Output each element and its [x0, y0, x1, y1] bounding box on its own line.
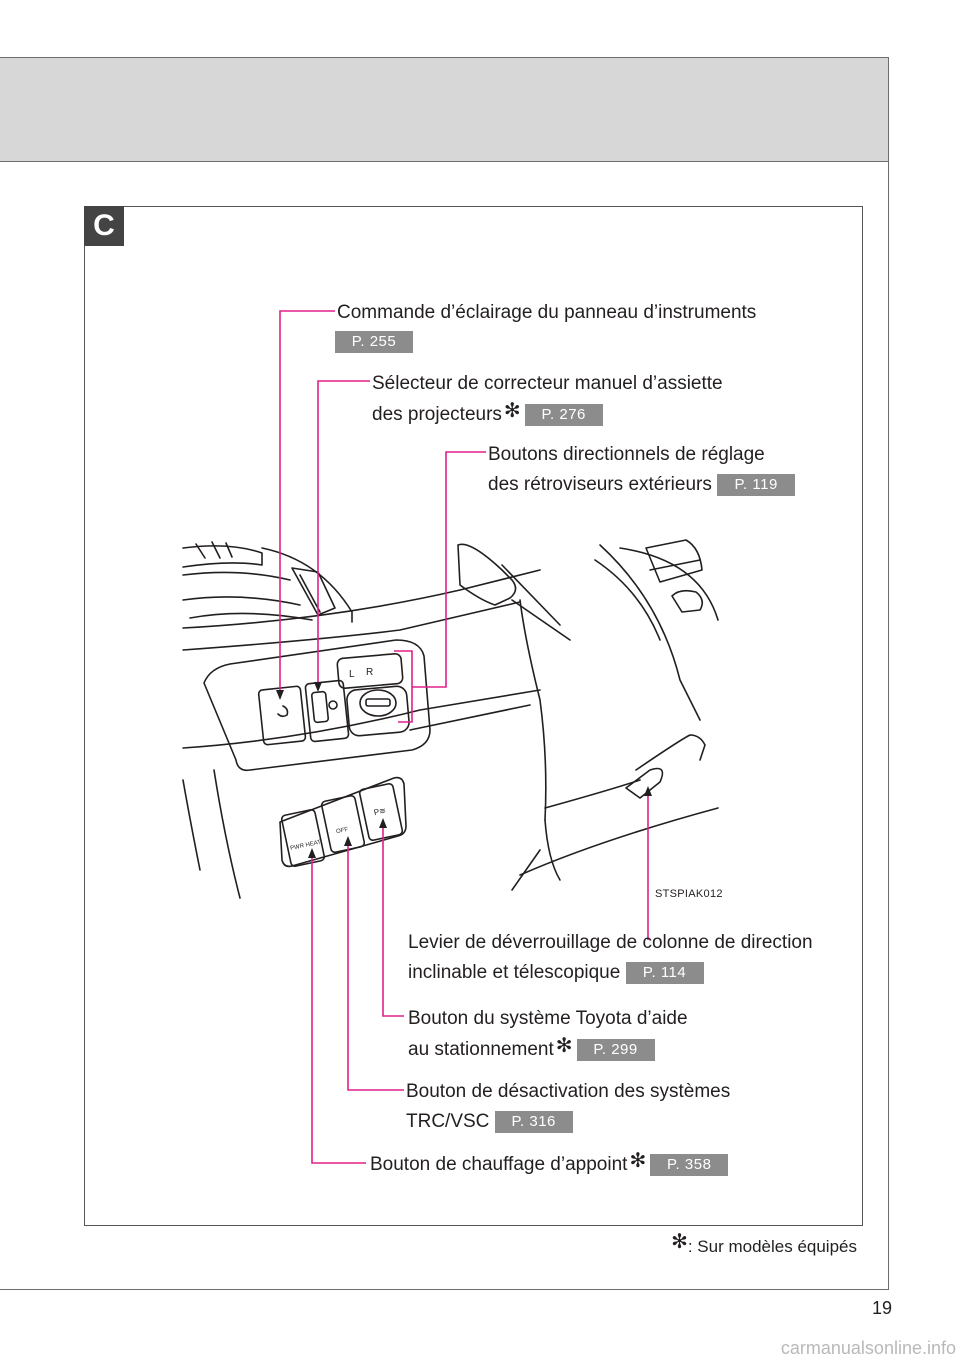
callout-panel-light: Commande d’éclairage du panneau d’instru…	[337, 298, 756, 328]
column-cover	[519, 599, 547, 821]
illustration-panel	[84, 206, 863, 1226]
callout-text: inclinable et télescopique	[408, 962, 621, 983]
page-frame	[0, 57, 889, 1290]
callout-mirror-buttons: Boutons directionnels de réglage des rét…	[488, 440, 796, 500]
mirror-selector	[336, 652, 404, 690]
callout-trc-vsc: Bouton de désactivation des systèmes TRC…	[406, 1077, 730, 1137]
vent-slat	[182, 596, 301, 606]
asterisk-icon: ✻	[671, 1231, 688, 1253]
leader-headlight-dial	[317, 380, 370, 690]
callout-text: des rétroviseurs extérieurs	[488, 474, 712, 495]
asterisk-icon: ✻	[503, 400, 521, 422]
callout-headlight-leveling: Sélecteur de correcteur manuel d’assiett…	[372, 369, 723, 430]
header-band	[0, 57, 889, 162]
vent-slat	[182, 571, 291, 581]
callout-text: Bouton de chauffage d’appoint	[370, 1154, 628, 1175]
callout-text: au stationnement	[408, 1039, 554, 1060]
leader-mirror	[412, 451, 486, 688]
svg-text:P≋: P≋	[373, 806, 387, 817]
callout-text: Sélecteur de correcteur manuel d’assiett…	[372, 373, 723, 394]
callout-text: TRC/VSC	[406, 1111, 490, 1132]
switch-bezel	[203, 639, 431, 772]
callout-text: Bouton du système Toyota d’aide	[408, 1008, 688, 1029]
vent-louver	[291, 567, 336, 616]
page-ref-badge[interactable]: P. 358	[650, 1153, 729, 1176]
callout-text: Levier de déverrouillage de colonne de d…	[408, 932, 813, 953]
svg-text:L: L	[349, 669, 355, 680]
callout-text: Bouton de désactivation des systèmes	[406, 1081, 731, 1102]
callout-text: des projecteurs	[372, 404, 502, 425]
callout-aux-heater: Bouton de chauffage d’appoint✻P. 358	[370, 1149, 729, 1180]
svg-text:OFF: OFF	[336, 827, 349, 835]
page-ref-badge[interactable]: P. 299	[576, 1038, 655, 1061]
page-ref-badge[interactable]: P. 119	[717, 473, 796, 496]
heater-button	[280, 808, 326, 868]
footnote: ✻: Sur modèles équipés	[671, 1231, 857, 1258]
svg-text:R: R	[366, 667, 373, 678]
page-ref-badge[interactable]: P. 276	[524, 403, 603, 426]
steering-wheel-rim	[599, 544, 701, 721]
page-ref-badge[interactable]: P. 114	[625, 961, 704, 984]
parking-assist-button	[358, 782, 404, 842]
vent-slat	[182, 545, 263, 568]
callout-text: Boutons directionnels de réglage	[488, 444, 765, 465]
leader-parking-assist	[382, 822, 404, 1017]
tilt-lever	[625, 767, 664, 799]
illustration-code: STSPIAK012	[655, 888, 723, 900]
callout-tilt-lever: Levier de déverrouillage de colonne de d…	[408, 928, 813, 988]
panel-light-button	[257, 685, 307, 746]
page-ref-badge[interactable]: P. 255	[335, 331, 413, 353]
page-ref-badge[interactable]: P. 316	[494, 1110, 573, 1133]
callout-text: Commande d’éclairage du panneau d’instru…	[337, 302, 757, 323]
asterisk-icon: ✻	[555, 1035, 573, 1057]
page-number: 19	[872, 1298, 893, 1318]
leader-panel-light	[279, 310, 335, 698]
footnote-text: : Sur modèles équipés	[687, 1237, 857, 1256]
headlight-dial-housing	[304, 679, 350, 743]
mirror-pad	[346, 685, 410, 737]
wiper-stalk	[457, 543, 517, 606]
lower-switch-bezel	[279, 776, 407, 868]
leader-lines	[279, 310, 649, 1164]
leader-trc-off	[347, 840, 404, 1091]
watermark: carmanualsonline.info	[780, 1338, 956, 1358]
leader-mirror-bracket	[394, 650, 413, 723]
callout-parking-assist: Bouton du système Toyota d’aide au stati…	[408, 1004, 688, 1065]
asterisk-icon: ✻	[629, 1150, 647, 1172]
leader-heater	[311, 852, 366, 1164]
section-badge: C	[84, 206, 124, 246]
svg-text:PWR HEAT: PWR HEAT	[290, 840, 322, 852]
wheel-switch	[645, 539, 703, 583]
